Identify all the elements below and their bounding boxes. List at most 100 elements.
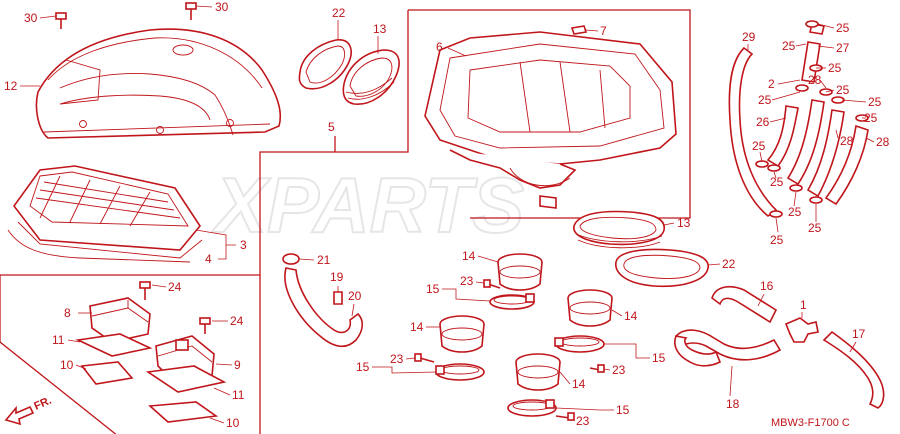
connecting-tube-14a — [497, 253, 543, 291]
leader-line — [729, 365, 733, 397]
part-number-label: 19 — [330, 270, 344, 284]
part-number-label: 24 — [168, 280, 182, 294]
leader-line — [817, 23, 835, 29]
leader-line — [707, 263, 721, 266]
part-number-label: 10 — [226, 416, 240, 430]
leader-line — [841, 99, 867, 103]
pad-10b — [148, 401, 219, 423]
duct-13-lower — [573, 210, 665, 249]
leader-line — [351, 303, 355, 317]
leader-line — [67, 339, 81, 343]
leader-line — [604, 343, 650, 359]
front-label: FR. — [32, 395, 53, 413]
leader-line — [835, 129, 839, 139]
leader-line — [475, 281, 485, 284]
leader-line — [759, 151, 763, 163]
part-number-label: 25 — [864, 111, 878, 125]
part-number-label: 15 — [426, 282, 440, 296]
air-cleaner-element — [7, 165, 203, 263]
leader-line — [442, 288, 491, 302]
band-15a — [489, 293, 535, 310]
leader-line — [555, 407, 614, 411]
part-number-label: 20 — [348, 289, 362, 303]
screws-23 — [414, 279, 605, 421]
part-number-label: 7 — [600, 24, 607, 38]
hose-20 — [284, 267, 364, 348]
tube-26 — [766, 105, 799, 168]
part-number-label: 25 — [828, 61, 842, 75]
leader-line — [603, 368, 611, 371]
leader-line — [611, 309, 623, 317]
joint-1 — [784, 317, 819, 343]
part-number-label: 23 — [612, 363, 626, 377]
part-number-label: 18 — [726, 397, 740, 411]
bracket-8 — [75, 297, 153, 357]
leader-line — [215, 363, 233, 366]
leader-line — [817, 45, 835, 49]
hose-18 — [674, 329, 782, 367]
part-number-label: 12 — [4, 79, 18, 93]
part-number-label: 1 — [800, 298, 807, 312]
tube-29 — [728, 46, 778, 218]
part-number-label: 14 — [572, 377, 586, 391]
leader-line — [775, 217, 779, 233]
part-number-label: 11 — [52, 333, 65, 347]
seal-22-upper — [298, 39, 352, 90]
leader-line — [771, 91, 801, 101]
part-number-label: 8 — [64, 306, 71, 320]
part-number-label: 25 — [788, 205, 802, 219]
tube-28b — [806, 109, 845, 198]
part-number-label: 25 — [752, 139, 766, 153]
pad-10a — [80, 361, 134, 385]
part-number-label: 14 — [624, 309, 638, 323]
screw-icon — [185, 2, 197, 20]
leader-line — [585, 29, 599, 32]
connecting-tube-14c — [439, 315, 485, 353]
part-number-label: 25 — [836, 83, 850, 97]
part-number-label: 25 — [808, 221, 822, 235]
leader-line — [793, 191, 797, 207]
leader-line — [39, 15, 57, 19]
part-number-label: 15 — [616, 403, 630, 417]
part-number-label: 5 — [328, 120, 335, 134]
part-number-label: 25 — [770, 233, 784, 247]
leader-line — [151, 284, 167, 288]
diagram-code: MBW3-F1700 C — [771, 417, 850, 429]
part-number-label: 28 — [876, 135, 890, 149]
leader-line — [209, 417, 225, 424]
part-number-label: 28 — [808, 73, 822, 87]
part-number-label: 15 — [652, 351, 666, 365]
part-number-label: 13 — [373, 22, 387, 36]
connecting-tube-14d — [515, 353, 561, 391]
clip-19 — [333, 291, 343, 305]
part-number-label: 11 — [232, 388, 245, 402]
part-number-label: 30 — [215, 0, 229, 14]
part-number-label: 4 — [205, 252, 212, 266]
watermark: XPARTS — [211, 161, 524, 249]
leader-line — [825, 89, 835, 93]
band-15b — [554, 335, 605, 353]
part-number-label: 22 — [722, 257, 736, 271]
tube-28a — [786, 99, 825, 186]
leader-line — [757, 293, 765, 307]
part-number-label: 23 — [460, 274, 474, 288]
front-arrow-icon: FR. — [4, 395, 53, 426]
leader-line — [195, 229, 236, 246]
part-number-label: 17 — [852, 327, 866, 341]
part-number-label: 25 — [868, 95, 882, 109]
clip-icon — [570, 25, 588, 35]
leader-line — [865, 137, 875, 143]
callout-leaders — [20, 5, 875, 424]
leader-line — [372, 366, 437, 374]
leader-line — [298, 258, 315, 261]
leader-line — [777, 79, 801, 85]
part-number-label: 30 — [24, 11, 38, 25]
leader-line — [849, 341, 857, 353]
leader-line — [477, 255, 499, 263]
part-number-label: 14 — [462, 249, 476, 263]
leader-line — [195, 5, 213, 8]
hose-17 — [822, 330, 885, 409]
part-number-label: 14 — [410, 320, 424, 334]
